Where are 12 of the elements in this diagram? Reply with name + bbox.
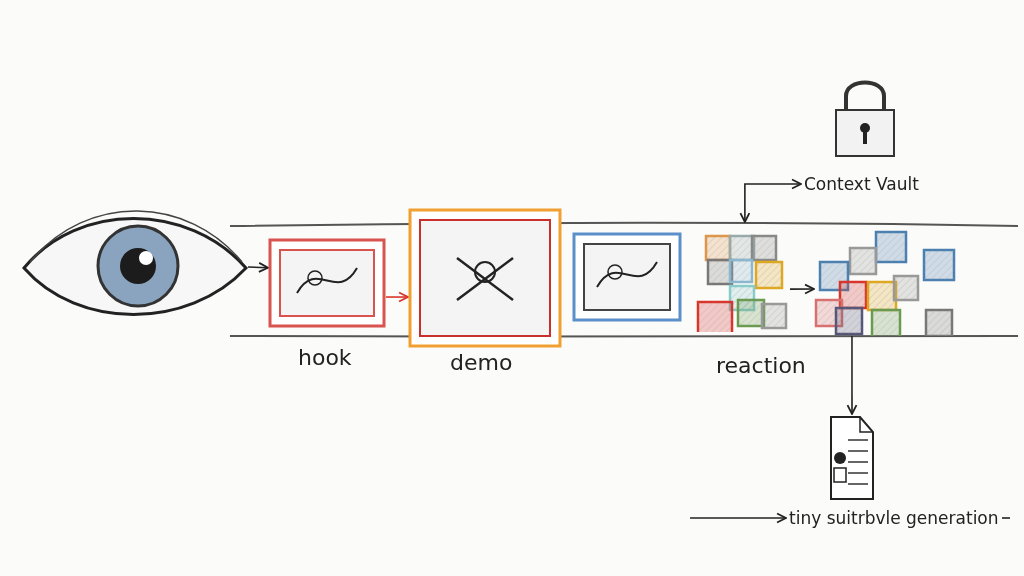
arrow: [789, 283, 815, 295]
arrow: [739, 178, 802, 223]
arrow: [689, 512, 787, 524]
caption-label: reaction: [716, 353, 806, 378]
arrow: [385, 291, 409, 303]
generation-label: tiny suitrbvle generation: [786, 508, 1002, 529]
caption-label: demo: [450, 350, 513, 375]
arrow: [247, 262, 269, 273]
vault-label: Context Vault: [801, 174, 922, 195]
line: [1001, 517, 1011, 519]
caption-label: hook: [298, 345, 352, 370]
arrow: [846, 335, 858, 415]
